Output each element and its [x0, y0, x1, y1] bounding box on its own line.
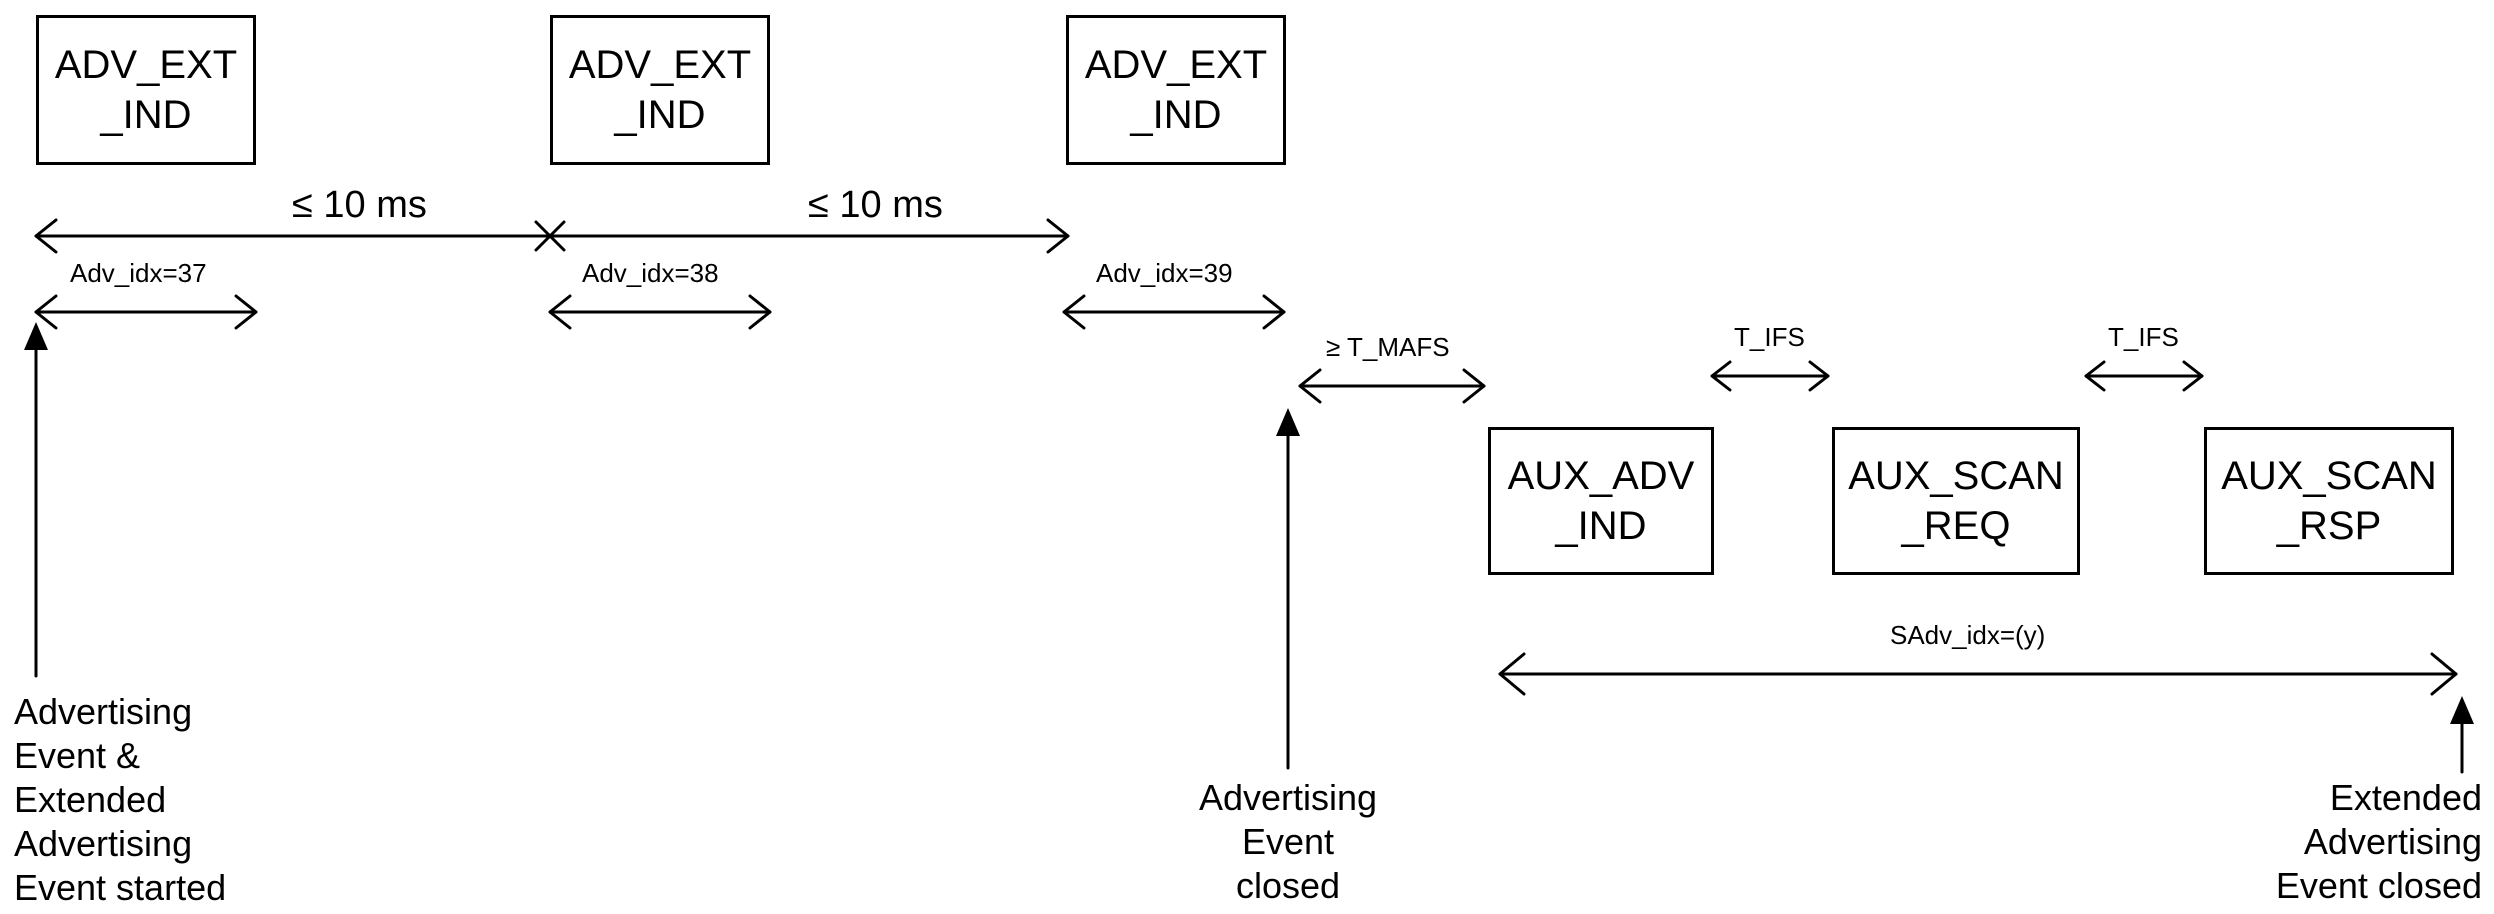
t-ifs-arrow-2: [2084, 360, 2204, 392]
adv-idx-39-arrow: [1062, 294, 1286, 330]
t-mafs-label: ≥ T_MAFS: [1326, 332, 1450, 362]
event-start-line: Extended: [14, 779, 167, 820]
event-start-line: Advertising: [14, 823, 193, 864]
event-ext-closed-note: Extended Advertising Event closed: [2180, 776, 2482, 908]
box-label-line2: _RSP: [2276, 504, 2382, 548]
adv-idx-38-arrow: [548, 294, 772, 330]
t-mafs-arrow: [1298, 368, 1486, 404]
event-start-arrowhead: [24, 322, 48, 350]
box-label-line2: _IND: [1130, 93, 1222, 137]
event-start-note: Advertising Event & Extended Advertising…: [14, 690, 226, 910]
aux-scan-req-box: AUX_SCAN _REQ: [1832, 427, 2080, 575]
period-label-2: ≤ 10 ms: [808, 184, 943, 226]
t-ifs-label-1: T_IFS: [1734, 322, 1805, 352]
period-cross-marker: [534, 220, 566, 252]
adv-ext-ind-box-1: ADV_EXT _IND: [36, 15, 256, 165]
t-ifs-label-2: T_IFS: [2108, 322, 2179, 352]
box-label-line1: ADV_EXT: [568, 43, 752, 87]
event-adv-closed-line: Event: [1241, 821, 1335, 862]
event-ext-closed-arrowhead: [2450, 696, 2474, 724]
box-label-line1: AUX_SCAN: [1848, 454, 2064, 498]
event-start-line: Event started: [14, 867, 227, 908]
event-adv-closed-note: Advertising Event closed: [1168, 776, 1408, 908]
event-ext-closed-line: Event closed: [2275, 865, 2482, 906]
aux-scan-rsp-box: AUX_SCAN _RSP: [2204, 427, 2454, 575]
event-ext-closed-line: Advertising: [2303, 821, 2482, 862]
event-ext-closed-line: Extended: [2329, 777, 2482, 818]
adv-idx-37-label: Adv_idx=37: [70, 258, 207, 288]
sadv-idx-label: SAdv_idx=(y): [1890, 620, 2046, 650]
t-ifs-arrow-1: [1710, 360, 1830, 392]
period-arrow-2: [550, 218, 1070, 254]
adv-ext-ind-box-2: ADV_EXT _IND: [550, 15, 770, 165]
box-label-line2: _IND: [100, 93, 192, 137]
box-label-line1: ADV_EXT: [54, 43, 238, 87]
box-label-line2: _REQ: [1901, 504, 2011, 548]
box-label-line1: ADV_EXT: [1084, 43, 1268, 87]
adv-ext-ind-box-3: ADV_EXT _IND: [1066, 15, 1286, 165]
adv-idx-39-label: Adv_idx=39: [1096, 258, 1233, 288]
adv-idx-38-label: Adv_idx=38: [582, 258, 719, 288]
aux-adv-ind-box: AUX_ADV _IND: [1488, 427, 1714, 575]
box-label-line2: _IND: [1555, 504, 1647, 548]
period-label-1: ≤ 10 ms: [292, 184, 427, 226]
event-adv-closed-line: Advertising: [1198, 777, 1378, 818]
event-adv-closed-line: closed: [1235, 865, 1341, 906]
adv-idx-37-arrow: [34, 294, 258, 330]
period-arrow-1: [34, 218, 550, 254]
event-start-line: Advertising: [14, 691, 193, 732]
box-label-line1: AUX_ADV: [1507, 454, 1695, 498]
box-label-line2: _IND: [614, 93, 706, 137]
sadv-idx-arrow: [1498, 652, 2458, 696]
event-start-line: Event &: [14, 735, 141, 776]
event-adv-closed-arrowhead: [1276, 408, 1300, 436]
box-label-line1: AUX_SCAN: [2221, 454, 2437, 498]
